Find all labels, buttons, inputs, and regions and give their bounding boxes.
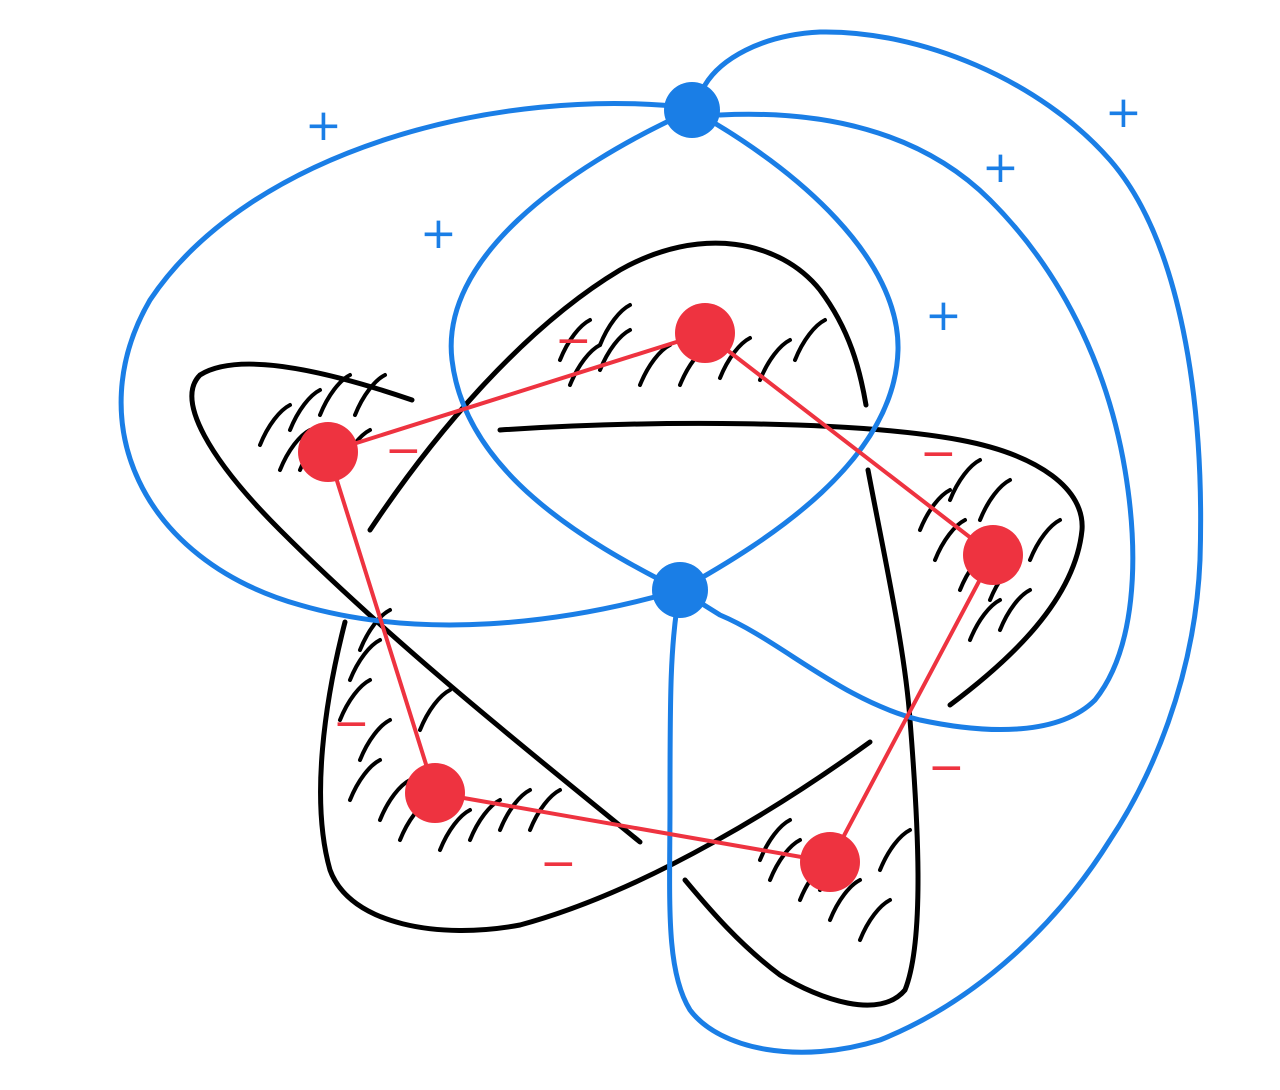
plus-sign: + bbox=[925, 290, 962, 341]
graph-edge-outer-right bbox=[667, 29, 1204, 1055]
minus-sign: − bbox=[555, 315, 592, 366]
hatch-stroke bbox=[438, 808, 472, 852]
hatch-stroke bbox=[288, 388, 322, 432]
graph-edge-lens-right bbox=[677, 107, 901, 593]
tait-edges bbox=[325, 331, 996, 865]
graph-edge-outer-left bbox=[118, 101, 695, 628]
tait-vertex bbox=[675, 303, 735, 363]
knot-strands bbox=[189, 240, 1085, 1008]
plus-sign: + bbox=[420, 208, 457, 259]
sign-labels: + + + + + − − − − − − bbox=[305, 87, 1142, 889]
graph-vertex bbox=[652, 562, 708, 618]
hatch-stroke bbox=[498, 788, 532, 832]
hatch-stroke bbox=[878, 828, 912, 872]
hatch-stroke bbox=[933, 518, 967, 562]
knot-strand-bottom-left-petal bbox=[318, 619, 873, 933]
hatch-stroke bbox=[758, 338, 792, 382]
hatch-stroke bbox=[948, 458, 982, 502]
hatch-stroke bbox=[528, 788, 562, 832]
tait-vertex bbox=[405, 763, 465, 823]
hatch-stroke bbox=[378, 778, 412, 822]
minus-sign: − bbox=[385, 425, 422, 476]
graph-vertex bbox=[664, 82, 720, 138]
vertices bbox=[298, 82, 1023, 892]
graph-edges bbox=[118, 29, 1204, 1055]
hatch-stroke bbox=[793, 318, 827, 362]
graph-edge-lens-left bbox=[448, 107, 695, 593]
hatch-stroke bbox=[348, 758, 382, 802]
hatch-stroke bbox=[338, 678, 372, 722]
hatch-stroke bbox=[968, 598, 1002, 642]
graph-edge-right-loop bbox=[677, 111, 1136, 732]
tait-vertex bbox=[800, 832, 860, 892]
hatch-stroke bbox=[353, 373, 387, 417]
hatch-stroke bbox=[768, 838, 802, 882]
minus-sign: − bbox=[333, 698, 370, 749]
hatch-stroke bbox=[828, 878, 862, 922]
plus-sign: + bbox=[982, 142, 1019, 193]
hatch-stroke bbox=[998, 588, 1032, 632]
hatch-stroke bbox=[418, 688, 452, 732]
hatch-stroke bbox=[598, 303, 632, 347]
hatch-stroke bbox=[718, 336, 752, 380]
hatch-stroke bbox=[568, 343, 602, 387]
knot-strand-top-petal bbox=[367, 240, 869, 533]
hatch-stroke bbox=[468, 798, 502, 842]
hatch-stroke bbox=[978, 478, 1012, 522]
knot-strand-bottom-right-petal bbox=[682, 467, 921, 1008]
hatch-stroke bbox=[918, 488, 952, 532]
hatch-stroke bbox=[318, 373, 352, 417]
tait-vertex bbox=[298, 422, 358, 482]
knot-strand-right-petal bbox=[497, 420, 1085, 708]
minus-sign: − bbox=[920, 428, 957, 479]
hatch-stroke bbox=[258, 403, 292, 447]
hatch-stroke bbox=[558, 318, 592, 362]
hatch-stroke bbox=[358, 608, 392, 652]
plus-sign: + bbox=[305, 100, 342, 151]
hatch-stroke bbox=[858, 898, 892, 942]
minus-sign: − bbox=[928, 742, 965, 793]
hatch-stroke bbox=[1028, 518, 1062, 562]
minus-sign: − bbox=[540, 838, 577, 889]
hatch-stroke bbox=[348, 638, 382, 682]
hatch-stroke bbox=[358, 718, 392, 762]
tait-pentagon bbox=[325, 331, 996, 865]
knot-strand-left-petal bbox=[189, 361, 643, 845]
tait-vertex bbox=[963, 525, 1023, 585]
hatch-stroke bbox=[758, 818, 792, 862]
plus-sign: + bbox=[1105, 87, 1142, 138]
